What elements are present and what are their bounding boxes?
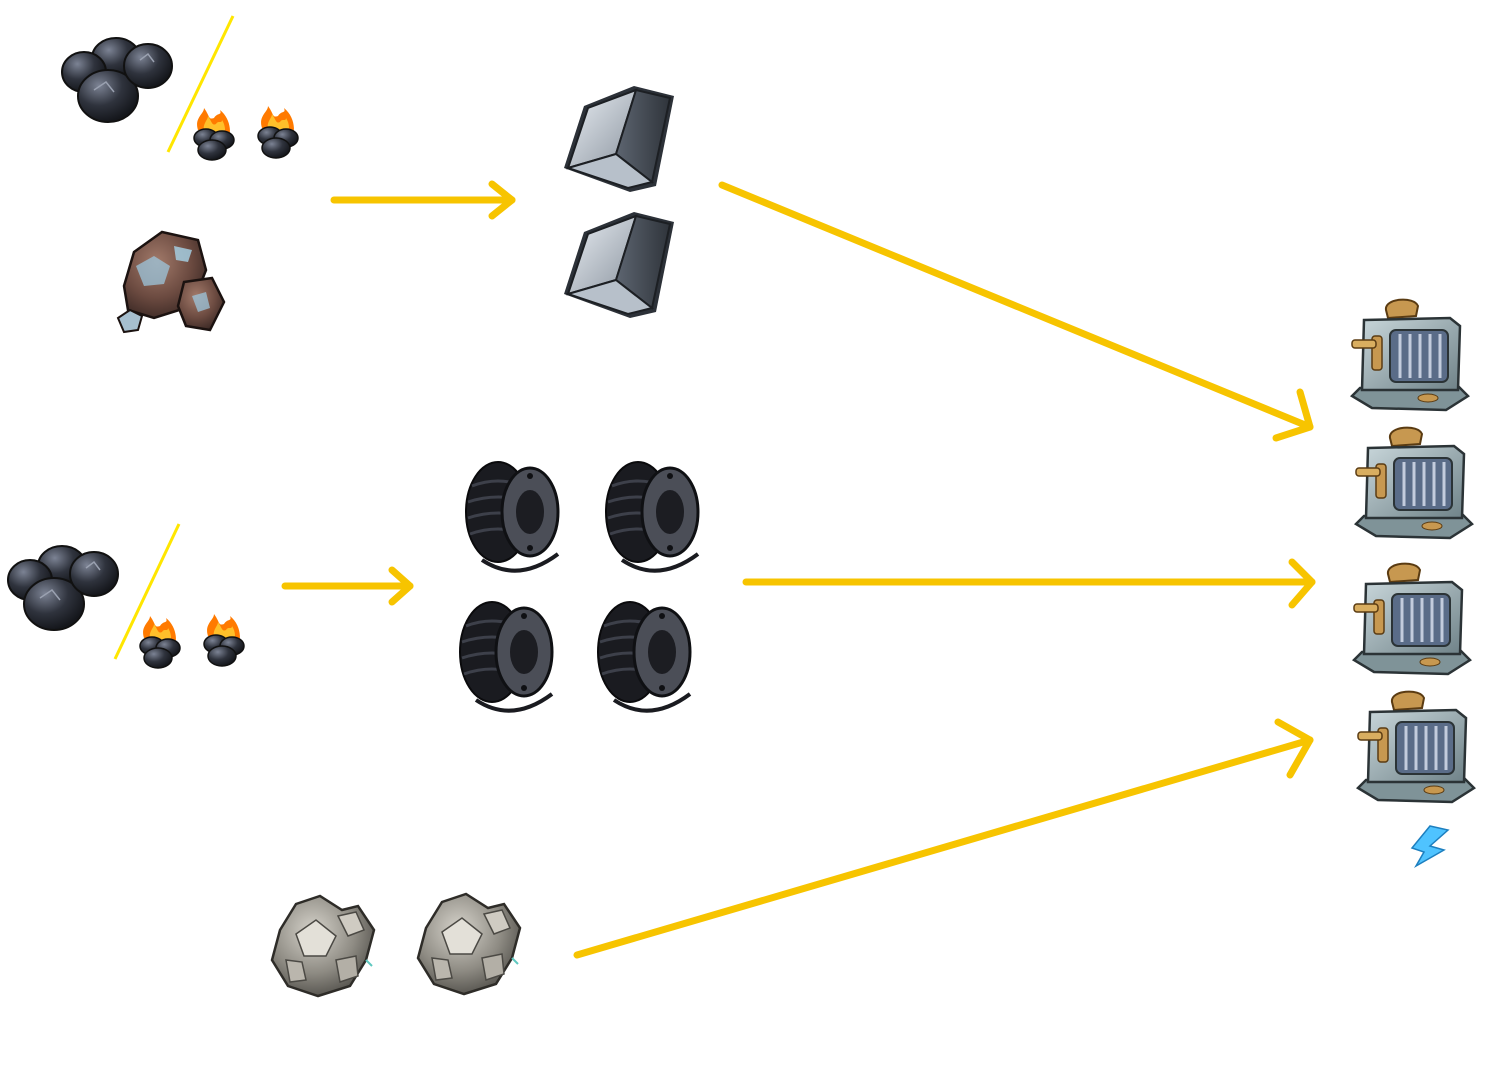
stone-icon xyxy=(416,892,522,996)
iron-ingot-icon xyxy=(563,85,675,193)
or-divider-line xyxy=(113,523,181,660)
iron-ingot-icon xyxy=(563,211,675,319)
wire-spool-icon xyxy=(458,600,554,713)
or-divider-line xyxy=(166,15,235,153)
energy-bolt-icon xyxy=(1410,825,1450,869)
charcoal-icon xyxy=(257,105,299,159)
arrow-ingot-to-toaster xyxy=(718,181,1314,442)
wire-spool-icon xyxy=(604,460,700,573)
toaster-icon xyxy=(1356,690,1476,804)
toaster-icon xyxy=(1352,562,1472,676)
wire-spool-icon xyxy=(596,600,692,713)
wire-spool-icon xyxy=(464,460,560,573)
iron-ore-icon xyxy=(116,230,226,334)
arrow-to-wire xyxy=(281,566,414,606)
arrow-wire-to-toaster xyxy=(742,558,1316,609)
toaster-icon xyxy=(1350,298,1470,412)
charcoal-icon xyxy=(139,615,181,669)
toaster-icon xyxy=(1354,426,1474,540)
arrow-stone-to-toaster xyxy=(573,718,1314,959)
charcoal-icon xyxy=(203,613,245,667)
arrow-to-ingot xyxy=(330,180,516,220)
coal-icon xyxy=(61,37,173,123)
coal-icon xyxy=(7,545,119,631)
stone-icon xyxy=(270,894,376,998)
charcoal-icon xyxy=(193,107,235,161)
